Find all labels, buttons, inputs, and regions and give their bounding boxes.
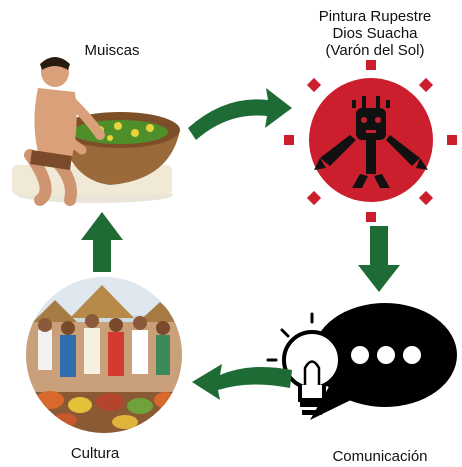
arrow-comunicacion-to-cultura [192,364,292,400]
pintura-line-3: (Varón del Sol) [325,42,425,59]
lightbulb-icon [266,312,344,415]
market-scene-icon [26,277,182,433]
cultura-label: Cultura [70,445,120,462]
comunicacion-label: Comunicación [332,448,428,465]
flow-arrows [81,88,400,400]
arrow-cultura-to-muiscas [81,212,123,272]
arrow-pintura-to-comunicacion [358,226,400,292]
muiscas-label: Muiscas [84,42,140,59]
pintura-line-2: Dios Suacha [332,25,418,42]
arrow-muiscas-to-pintura [188,88,292,140]
pintura-label: Pintura Rupestre Dios Suacha (Varón del … [300,8,450,59]
pintura-line-1: Pintura Rupestre [318,8,432,25]
muisca-person-icon [12,57,180,206]
sun-petroglyph-icon [284,60,457,222]
